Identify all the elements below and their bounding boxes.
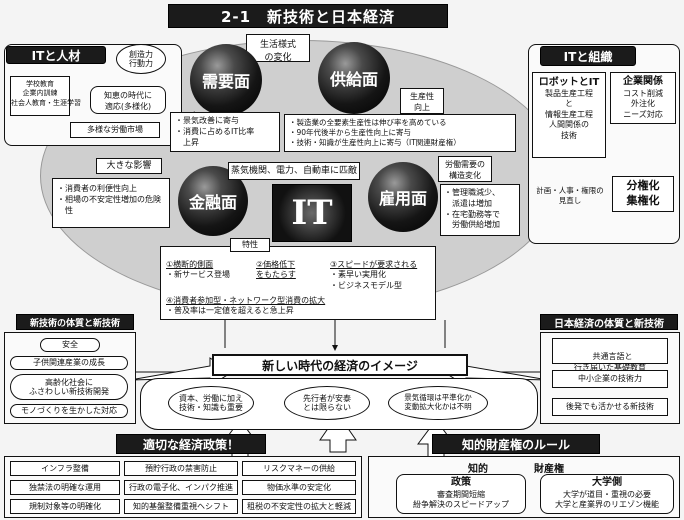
productivity-box: 生産性向上	[400, 88, 444, 114]
robot-it-box: ロボットとIT 製品生産工程 と 情報生産工程 人間関係の 技術	[532, 72, 606, 158]
characteristics-title: 特性	[230, 238, 270, 252]
demand-notes: ・景気改善に寄与・消費に占めるIT比率 上昇	[170, 112, 280, 152]
labor-demand-box: 労働需要の構造変化	[438, 156, 492, 182]
left-mid-item-safety: 安全	[40, 338, 100, 352]
policy-cell-2-2: 行政の電子化、インパク推進	[124, 480, 238, 495]
employment-notes: ・管理職減少、 派遣は増加 ・在宅勤務等で 労働供給増加	[440, 184, 520, 236]
it-core-box: IT	[272, 184, 352, 242]
char-item-1: ①横断的側面 ・新サービス登場	[166, 260, 230, 280]
demand-sphere: 需要面	[190, 44, 262, 116]
right-mid-item-sme: 中小企業の技術力	[552, 370, 668, 388]
char-item-3: ③スピードが要求される ・素早い実用化 ・ビジネスモデル型	[330, 260, 418, 290]
image-item-firstmover: 先行者が安泰 とは限らない	[284, 386, 370, 420]
right-mid-item-language: 共通言語と 行き届いた基礎教育	[552, 338, 668, 372]
review-text: 計画・人事・権限の見直し	[536, 186, 604, 205]
supply-sphere: 供給面	[318, 42, 390, 114]
education-box: 学校教育 企業内訓練 社会人教育・生涯学習	[10, 76, 81, 116]
policy-cell-1-3: リスクマネーの供給	[242, 461, 356, 476]
rules-univ-box: 大学側 大学が道目・重視の必要 大学と産業界のリエゾン機能	[540, 474, 674, 514]
it-jinzai-title: ITと人材	[6, 46, 106, 64]
finance-notes: ・消費者の利便性向上・相場の不安定性増加の危険 性	[52, 178, 170, 228]
labor-market-box: 多様な労働市場	[70, 122, 160, 138]
influence-box: 大きな影響	[96, 158, 162, 174]
header-title-bar: 2-1 新技術と日本経済	[168, 4, 448, 28]
rules-title-bar: 知的財産権のルール	[432, 434, 600, 454]
policy-cell-3-2: 知的基盤整備重視ヘシフト	[124, 499, 238, 514]
supply-notes: ・製造業の全要素生産性は伸び率を高めている・90年代後半から生産性向上に寄与・技…	[284, 114, 516, 152]
finance-sphere: 金融面	[178, 166, 248, 236]
bunken-box: 分権化集権化	[612, 176, 674, 212]
policy-cell-1-1: インフラ整備	[10, 461, 120, 476]
page-title: 2-1 新技術と日本経済	[220, 7, 396, 26]
characteristics-panel	[160, 246, 436, 320]
kigyo-box: 企業関係 コスト削減 外注化 ニーズ対応	[610, 72, 676, 124]
image-title-bar: 新しい時代の経済のイメージ	[212, 354, 468, 376]
it-soshiki-title: ITと組織	[540, 46, 636, 66]
zaisanken-label: 財産権	[534, 464, 564, 475]
left-mid-item-children: 子供関連産業の成長	[10, 356, 128, 370]
image-item-cycle: 景気循環は平準化か 変動拡大化かは不明	[388, 386, 488, 420]
policy-title-bar: 適切な経済政策！	[116, 434, 266, 454]
left-mid-item-monozukuri: モノづくりを生かした対応	[10, 404, 128, 418]
char-item-2: ②価格低下 をもたらす	[256, 260, 296, 280]
right-mid-title: 日本経済の体質と新技術	[540, 314, 678, 330]
right-mid-item-follower: 後発でも活かせる新技術	[552, 398, 668, 416]
chiteki-label: 知的	[468, 464, 488, 475]
lifestyle-box: 生活様式の変化	[246, 34, 310, 63]
energy-comparison-box: 蒸気機関、電力、自動車に匹敵	[228, 162, 360, 180]
policy-cell-2-1: 独禁法の明確な運用	[10, 480, 120, 495]
left-mid-item-aging: 高齢化社会に ふさわしい新技術開発	[10, 374, 128, 400]
policy-cell-3-1: 規制対象等の明確化	[10, 499, 120, 514]
image-item-capital: 資本、労働に加え 技術・知識も重要	[168, 386, 254, 420]
creativity-ellipse: 創造力行動力	[116, 44, 166, 74]
employment-sphere: 雇用面	[368, 162, 438, 232]
left-mid-title: 新技術の体質と新技術	[16, 314, 134, 330]
era-box: 知恵の時代に 適応(多様化)	[90, 86, 166, 114]
policy-cell-1-2: 預貯行政の禁害防止	[124, 461, 238, 476]
policy-cell-2-3: 物価水準の安定化	[242, 480, 356, 495]
char-item-4: ④消費者参加型・ネットワーク型消費の拡大 ・普及率は一定値を超えると急上昇	[166, 296, 326, 316]
policy-cell-3-3: 租税の不安定性の拡大と軽減	[242, 499, 356, 514]
rules-seisaku-box: 政策 審査期間短縮 紛争解決のスピードアップ	[396, 474, 526, 514]
